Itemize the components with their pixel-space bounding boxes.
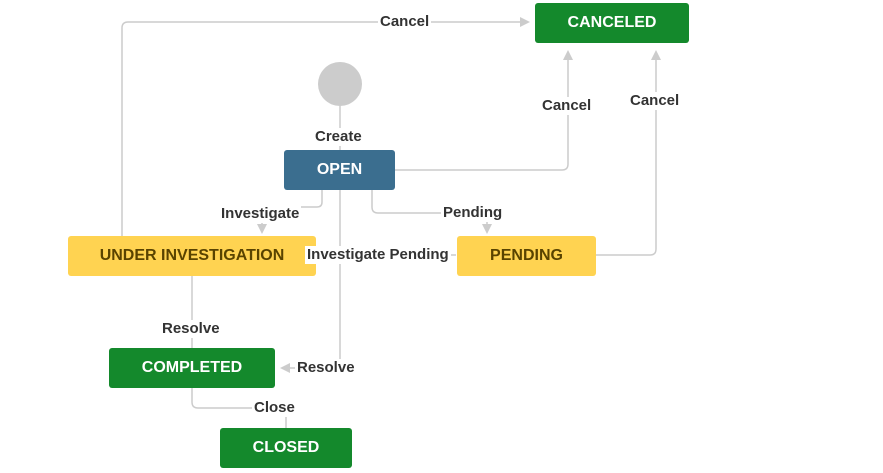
status-canceled[interactable]: CANCELED xyxy=(535,3,689,43)
status-completed[interactable]: COMPLETED xyxy=(109,348,275,388)
status-under-investigation[interactable]: UNDER INVESTIGATION xyxy=(68,236,316,276)
transition-line-cancel-open xyxy=(395,50,573,171)
transition-label-cancel-top[interactable]: Cancel xyxy=(378,13,432,31)
status-pending[interactable]: PENDING xyxy=(457,236,596,276)
transition-line-cancel-pending xyxy=(596,50,661,256)
transition-label-resolve-right[interactable]: Resolve xyxy=(295,359,357,377)
transition-label-create[interactable]: Create xyxy=(313,128,364,146)
status-open[interactable]: OPEN xyxy=(284,150,395,190)
transition-label-pending[interactable]: Pending xyxy=(441,204,505,222)
transition-label-close[interactable]: Close xyxy=(252,399,297,417)
transition-label-investigate-pending[interactable]: Investigate Pending xyxy=(305,246,451,264)
transition-label-cancel-open[interactable]: Cancel xyxy=(540,97,594,115)
transition-label-investigate[interactable]: Investigate xyxy=(219,205,302,223)
status-closed[interactable]: CLOSED xyxy=(220,428,352,468)
start-node xyxy=(318,62,362,106)
transition-line-cancel-top xyxy=(121,17,530,236)
transition-label-resolve-left[interactable]: Resolve xyxy=(160,320,222,338)
transition-label-cancel-pending[interactable]: Cancel xyxy=(628,92,682,110)
